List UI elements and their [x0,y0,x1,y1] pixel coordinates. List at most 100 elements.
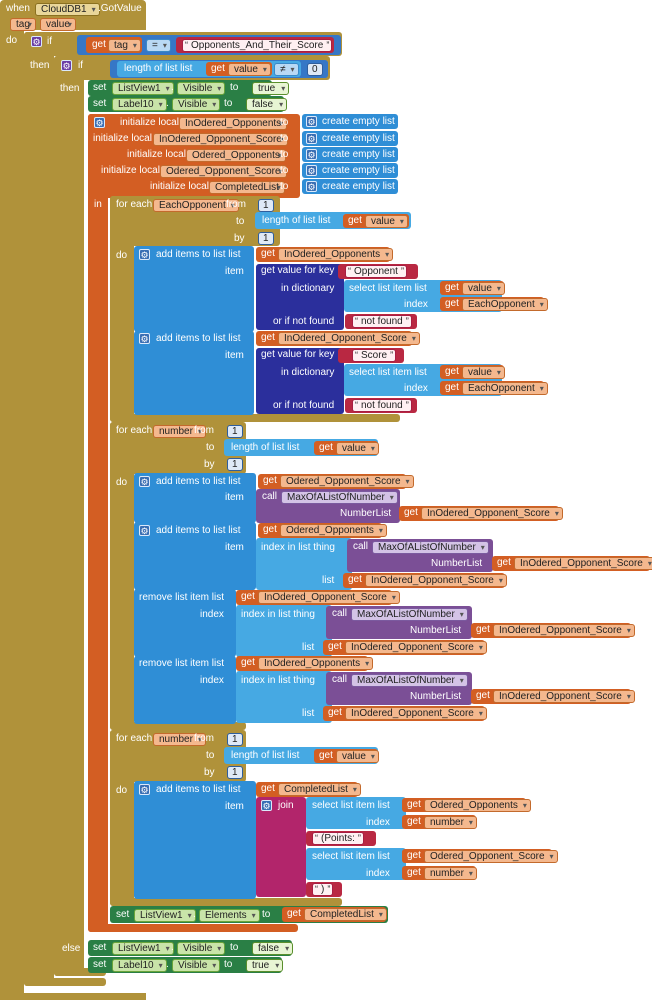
var-in-opponents[interactable]: InOdered_Opponents [258,657,374,670]
add-items-to-list-block[interactable] [134,522,256,590]
mutator-gear-icon[interactable]: ⚙ [61,60,72,71]
prop-elements[interactable]: Elements [199,909,260,922]
param-tag[interactable]: tag [10,18,36,31]
mutator-gear-icon[interactable]: ⚙ [139,525,150,536]
mutator-gear-icon[interactable]: ⚙ [306,181,317,192]
proc-max-of-list[interactable]: MaxOfAListOfNumber [351,674,468,687]
prop-visible[interactable]: Visible [172,959,221,972]
number-zero[interactable]: 0 [307,63,323,76]
string-score[interactable]: Score [352,349,397,362]
create-empty-list[interactable] [302,114,398,129]
create-empty-list[interactable] [302,131,398,146]
join-block[interactable] [256,797,306,897]
mutator-gear-icon[interactable]: ⚙ [306,165,317,176]
get-value-for-key-block[interactable] [256,348,344,414]
var-ord-opponents[interactable]: Odered_Opponents [280,524,387,537]
index-in-list-block[interactable] [236,605,332,657]
string-opponents-score[interactable]: Opponents_And_Their_Score [182,39,333,52]
add-items-to-list-block[interactable] [134,473,256,523]
var-ord-scores[interactable]: Odered_Opponent_Score [280,475,414,488]
var-ord-opponents[interactable]: Odered_Opponents [424,799,531,812]
proc-max-of-list[interactable]: MaxOfAListOfNumber [281,491,398,504]
local-in-scores[interactable]: InOdered_Opponent_Score [153,133,288,146]
var-each-opponent[interactable]: EachOpponent [153,199,239,212]
mutator-gear-icon[interactable]: ⚙ [139,784,150,795]
neq-operator[interactable]: ≠ [274,63,299,76]
local-completed[interactable]: CompletedList [209,181,285,194]
proc-max-of-list[interactable]: MaxOfAListOfNumber [372,541,489,554]
var-each-opponent[interactable]: EachOpponent [462,298,548,311]
number-one[interactable]: 1 [258,232,274,245]
index-in-list-block[interactable] [256,538,352,590]
var-value[interactable]: value [228,63,271,76]
var-number[interactable]: number [153,733,206,746]
mutator-gear-icon[interactable]: ⚙ [94,117,105,128]
var-each-opponent[interactable]: EachOpponent [462,382,548,395]
local-ord-opponents[interactable]: Odered_Opponents [186,149,286,162]
get-value-for-key-block[interactable] [256,264,344,330]
bool-false[interactable]: false [246,98,288,111]
number-one[interactable]: 1 [227,733,243,746]
var-in-scores[interactable]: InOdered_Opponent_Score [514,557,652,570]
var-number[interactable]: number [153,425,206,438]
var-ord-scores[interactable]: Odered_Opponent_Score [424,850,558,863]
string-points[interactable]: (Points: [312,832,364,845]
number-one[interactable]: 1 [258,199,274,212]
mutator-gear-icon[interactable]: ⚙ [306,116,317,127]
var-in-scores[interactable]: InOdered_Opponent_Score [345,641,487,654]
var-tag[interactable]: tag [108,39,141,52]
select-list-item-block[interactable] [306,797,406,829]
var-in-opponents[interactable]: InOdered_Opponents [278,248,394,261]
add-items-to-list-block[interactable] [134,246,254,332]
var-in-scores[interactable]: InOdered_Opponent_Score [278,332,420,345]
mutator-gear-icon[interactable]: ⚙ [261,800,272,811]
param-value[interactable]: value [40,18,76,31]
comp-label[interactable]: Label10 [112,959,167,972]
var-completed[interactable]: CompletedList [304,908,387,921]
number-one[interactable]: 1 [227,458,243,471]
mutator-gear-icon[interactable]: ⚙ [139,333,150,344]
string-opponent[interactable]: Opponent [345,265,407,278]
comp-label[interactable]: Label10 [112,98,167,111]
remove-list-item-block[interactable] [134,589,236,657]
comp-listview[interactable]: ListView1 [112,942,174,955]
prop-visible[interactable]: Visible [177,82,226,95]
mutator-gear-icon[interactable]: ⚙ [31,36,42,47]
prop-visible[interactable]: Visible [177,942,226,955]
component-dropdown[interactable]: CloudDB1 [35,3,100,16]
bool-true[interactable]: true [246,959,284,972]
var-value[interactable]: value [462,282,505,295]
add-items-to-list-block[interactable] [134,781,256,899]
create-empty-list[interactable] [302,147,398,162]
bool-false[interactable]: false [252,942,294,955]
number-one[interactable]: 1 [227,425,243,438]
var-value[interactable]: value [336,750,379,763]
mutator-gear-icon[interactable]: ⚙ [306,149,317,160]
local-in-opponents[interactable]: InOdered_Opponents [179,117,288,130]
proc-max-of-list[interactable]: MaxOfAListOfNumber [351,608,468,621]
var-in-scores[interactable]: InOdered_Opponent_Score [421,507,563,520]
mutator-gear-icon[interactable]: ⚙ [306,133,317,144]
create-empty-list[interactable] [302,163,398,178]
var-completed[interactable]: CompletedList [278,783,361,796]
var-in-scores[interactable]: InOdered_Opponent_Score [345,707,487,720]
string-close-paren[interactable]: ) [312,883,334,896]
eq-operator[interactable]: = [146,39,171,52]
bool-true[interactable]: true [252,82,290,95]
var-value[interactable]: value [336,442,379,455]
mutator-gear-icon[interactable]: ⚙ [139,249,150,260]
string-not-found[interactable]: not found [352,315,412,328]
var-value[interactable]: value [365,215,408,228]
var-number[interactable]: number [424,867,477,880]
var-number[interactable]: number [424,816,477,829]
string-not-found[interactable]: not found [352,399,412,412]
local-ord-scores[interactable]: Odered_Opponent_Score [160,165,287,178]
comp-listview[interactable]: ListView1 [112,82,174,95]
number-one[interactable]: 1 [227,766,243,779]
var-in-scores[interactable]: InOdered_Opponent_Score [365,574,507,587]
var-value[interactable]: value [462,366,505,379]
comp-listview[interactable]: ListView1 [134,909,196,922]
prop-visible[interactable]: Visible [172,98,221,111]
remove-list-item-block[interactable] [134,656,236,724]
mutator-gear-icon[interactable]: ⚙ [139,476,150,487]
